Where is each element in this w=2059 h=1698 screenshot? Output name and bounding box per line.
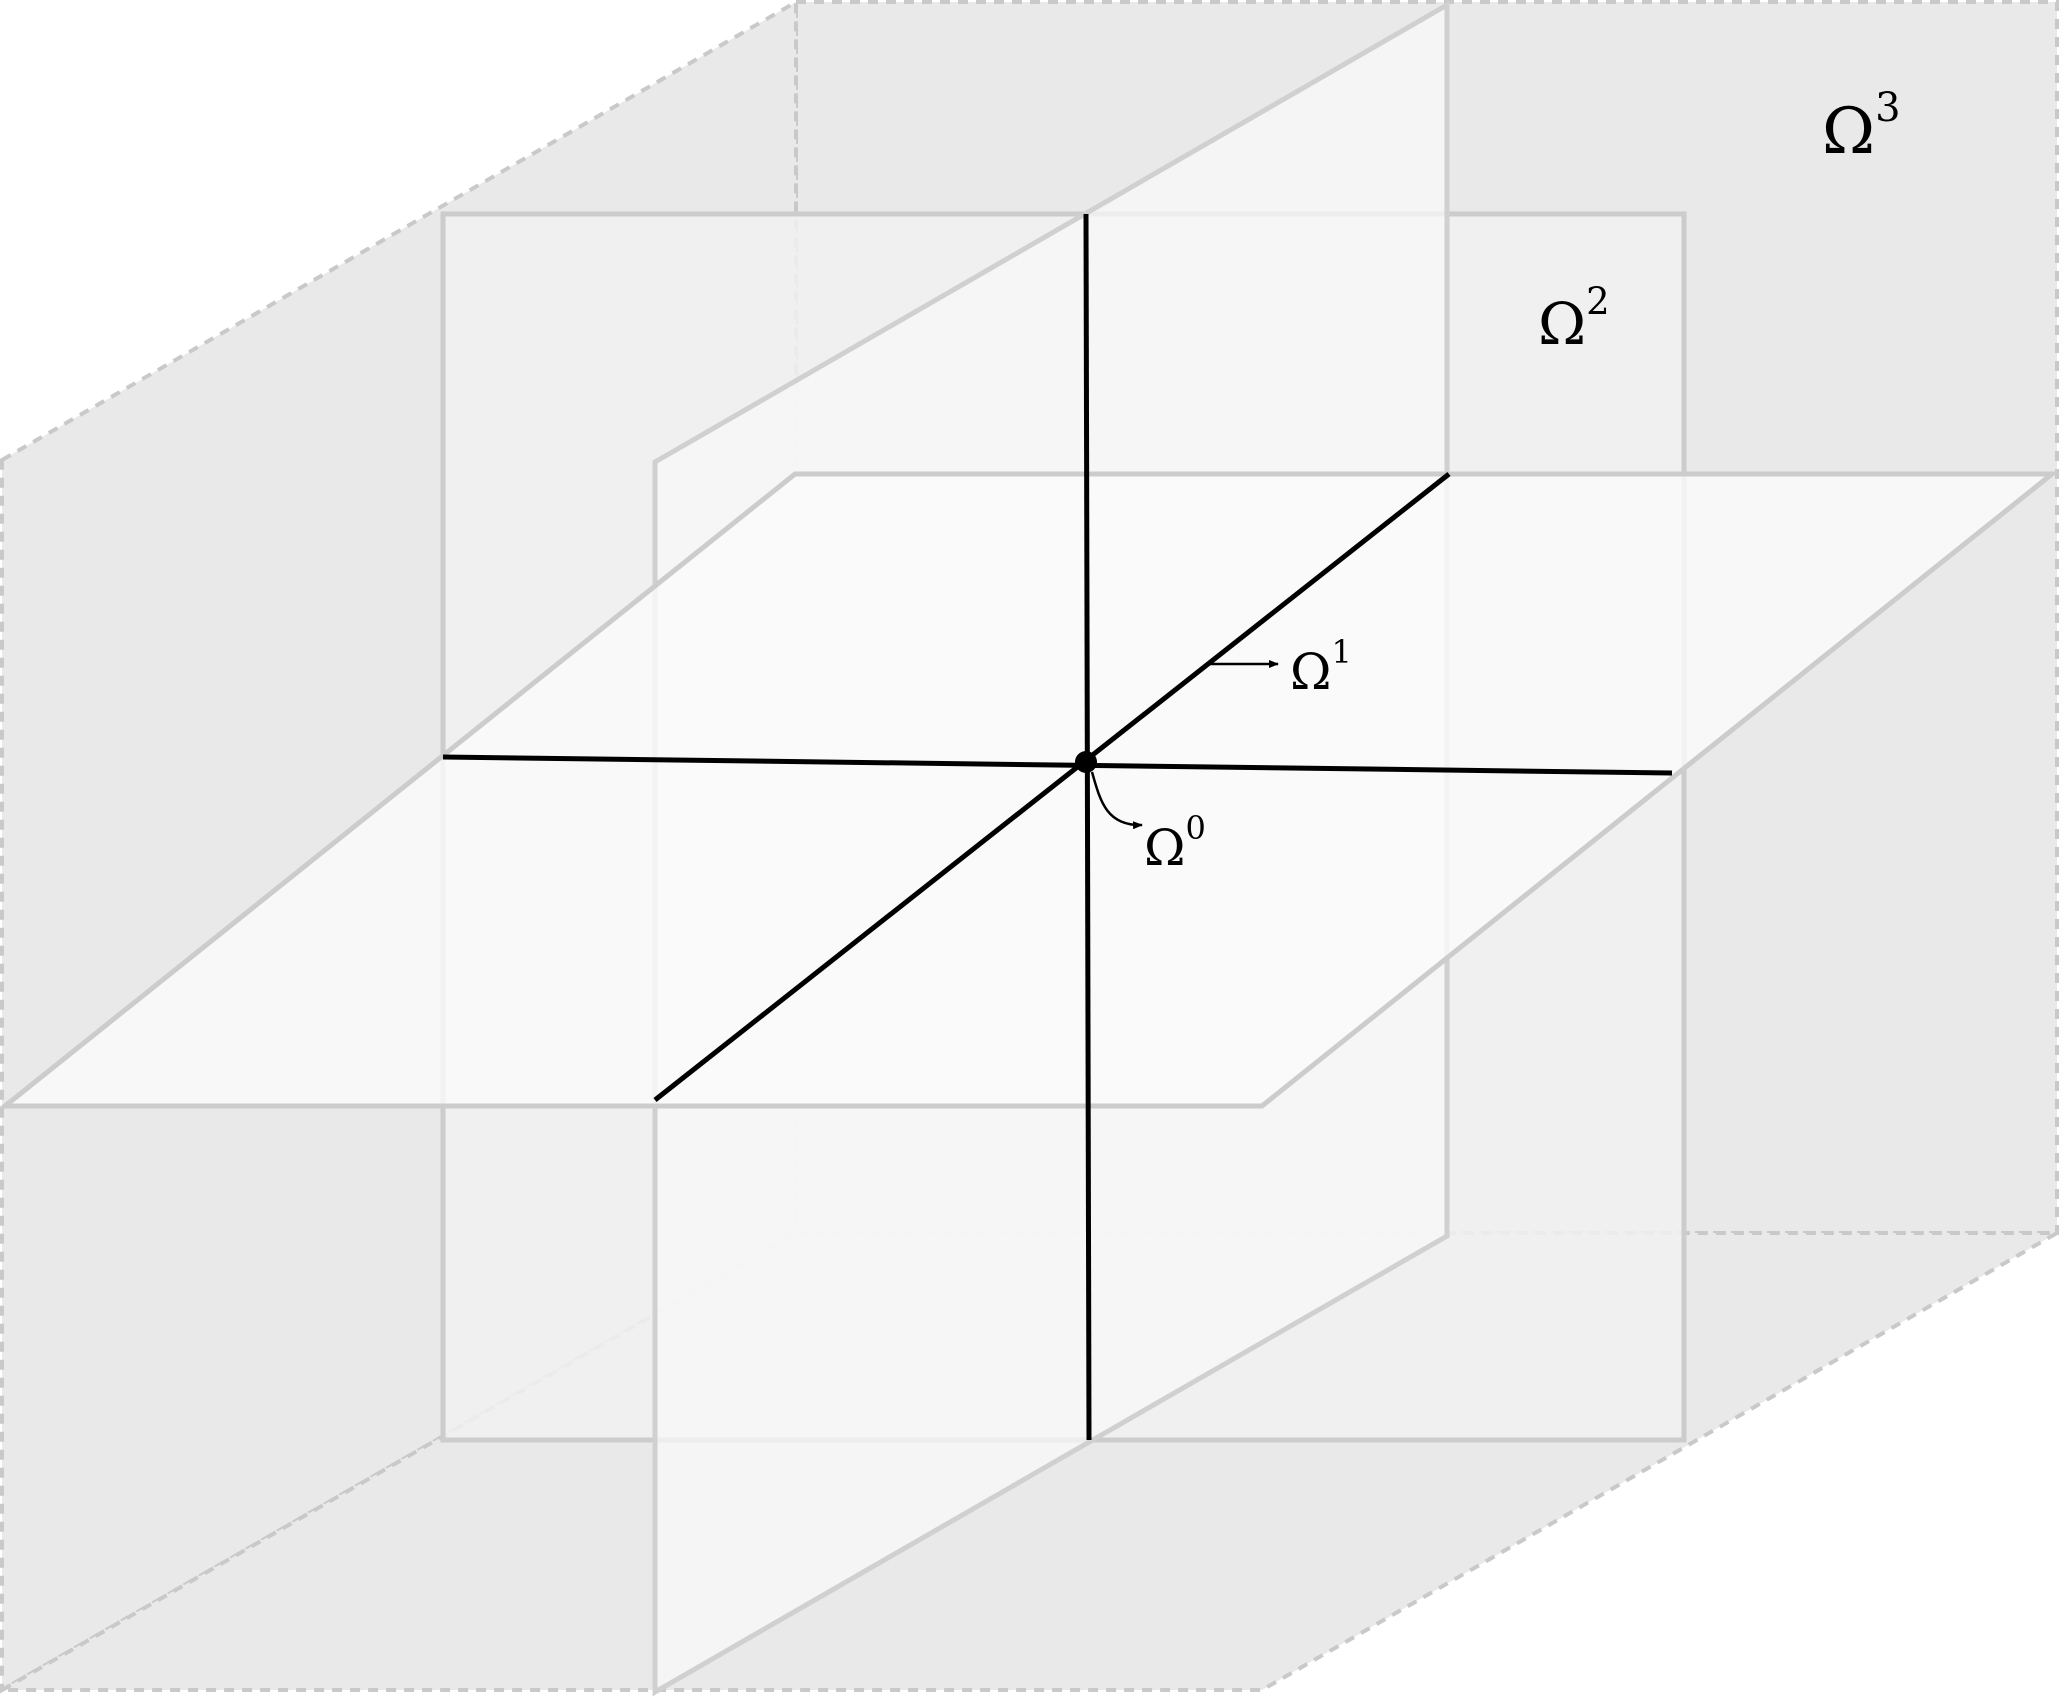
label-omega0: Ω0 <box>1144 809 1206 877</box>
label-omega1-base: Ω <box>1290 643 1331 701</box>
omega0-arrow <box>1090 771 1143 830</box>
label-omega0-sup: 0 <box>1185 809 1205 847</box>
label-omega2-base: Ω <box>1538 290 1586 358</box>
horizontal-line <box>442 754 1673 776</box>
depth-line <box>653 472 1451 1102</box>
label-omega1: Ω1 <box>1290 633 1352 701</box>
vertical-line <box>1083 213 1092 1441</box>
horizontal-plane <box>0 471 2059 1109</box>
label-omega2-sup: 2 <box>1586 280 1610 323</box>
label-omega1-sup: 1 <box>1331 633 1351 671</box>
label-omega3-sup: 3 <box>1875 85 1900 131</box>
label-omega0-base: Ω <box>1144 819 1185 877</box>
label-omega2: Ω2 <box>1538 280 1610 358</box>
label-omega3-base: Ω <box>1822 95 1875 169</box>
lines-omega1 <box>442 213 1673 1441</box>
plane-omega2-horizontal <box>0 471 2059 1109</box>
intersection-point-omega0 <box>1075 751 1097 773</box>
label-omega3: Ω3 <box>1822 85 1901 169</box>
